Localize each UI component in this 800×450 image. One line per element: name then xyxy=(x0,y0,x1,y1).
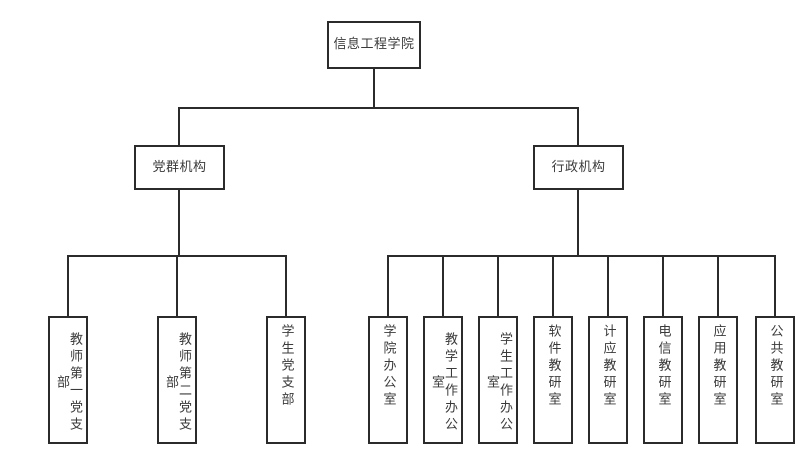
connector-drop-admin-7 xyxy=(774,255,776,316)
node-leaf-party-2-label: 学生党支部 xyxy=(278,324,294,409)
node-leaf-party-0-label: 教师第一党支部 xyxy=(54,332,82,434)
connector-drop-branch-1 xyxy=(577,107,579,146)
node-root[interactable]: 信息工程学院 xyxy=(327,21,421,69)
node-leaf-admin-2-label: 学生工作办公室 xyxy=(484,332,512,434)
connector-admin-bus xyxy=(387,255,776,257)
connector-party-stem xyxy=(178,190,180,256)
node-leaf-admin-0-label: 学院办公室 xyxy=(380,324,396,409)
node-leaf-admin-1-label: 教学工作办公室 xyxy=(429,332,457,434)
connector-drop-admin-0 xyxy=(387,255,389,316)
node-leaf-admin-2[interactable]: 学生工作办公室 xyxy=(478,316,518,444)
node-leaf-admin-6[interactable]: 应用教研室 xyxy=(698,316,738,444)
connector-drop-admin-3 xyxy=(552,255,554,316)
node-leaf-admin-5-label: 电信教研室 xyxy=(655,324,671,409)
connector-drop-party-2 xyxy=(285,255,287,316)
node-leaf-party-1[interactable]: 教师第二党支部 xyxy=(157,316,197,444)
connector-admin-stem xyxy=(577,190,579,256)
connector-drop-party-0 xyxy=(67,255,69,316)
node-leaf-party-1-label: 教师第二党支部 xyxy=(163,332,191,434)
node-leaf-party-2[interactable]: 学生党支部 xyxy=(266,316,306,444)
node-branch-party-label: 党群机构 xyxy=(152,159,207,175)
connector-drop-admin-1 xyxy=(442,255,444,316)
node-leaf-admin-3[interactable]: 软件教研室 xyxy=(533,316,573,444)
connector-drop-admin-2 xyxy=(497,255,499,316)
node-branch-admin-label: 行政机构 xyxy=(551,159,606,175)
connector-root-stem xyxy=(373,69,375,108)
node-leaf-admin-6-label: 应用教研室 xyxy=(710,324,726,409)
node-leaf-admin-3-label: 软件教研室 xyxy=(545,324,561,409)
node-leaf-admin-5[interactable]: 电信教研室 xyxy=(643,316,683,444)
node-root-label: 信息工程学院 xyxy=(333,37,415,53)
node-leaf-admin-0[interactable]: 学院办公室 xyxy=(368,316,408,444)
connector-level1-bus xyxy=(178,107,579,109)
connector-drop-branch-0 xyxy=(178,107,180,146)
connector-drop-admin-4 xyxy=(607,255,609,316)
node-leaf-admin-1[interactable]: 教学工作办公室 xyxy=(423,316,463,444)
node-branch-admin[interactable]: 行政机构 xyxy=(533,145,624,190)
connector-drop-admin-6 xyxy=(717,255,719,316)
node-leaf-admin-7-label: 公共教研室 xyxy=(767,324,783,409)
node-leaf-admin-4[interactable]: 计应教研室 xyxy=(588,316,628,444)
connector-drop-party-1 xyxy=(176,255,178,316)
node-branch-party[interactable]: 党群机构 xyxy=(134,145,225,190)
node-leaf-admin-7[interactable]: 公共教研室 xyxy=(755,316,795,444)
connector-drop-admin-5 xyxy=(662,255,664,316)
node-leaf-party-0[interactable]: 教师第一党支部 xyxy=(48,316,88,444)
node-leaf-admin-4-label: 计应教研室 xyxy=(600,324,616,409)
